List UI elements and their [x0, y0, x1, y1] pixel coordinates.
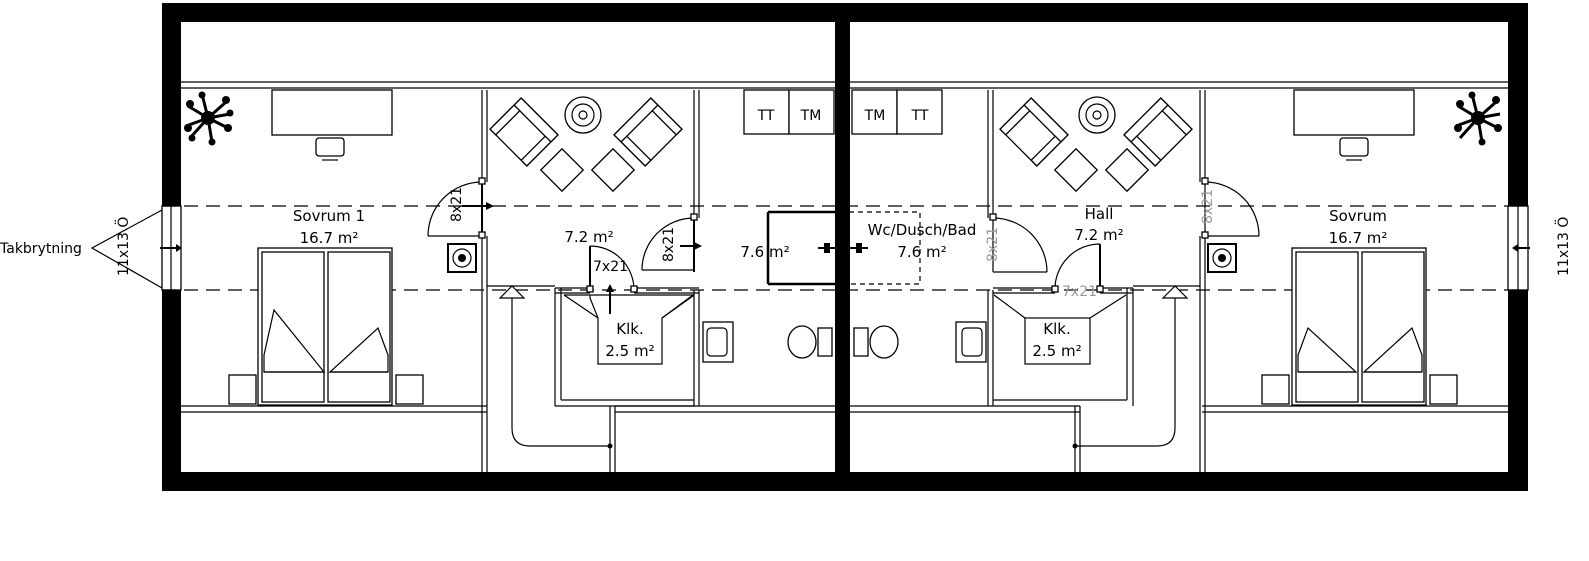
door-size-klk-right: 7x21 — [1062, 284, 1097, 300]
room-name-hall-right: Hall — [1085, 205, 1114, 223]
appliance-tt-left: TT — [757, 108, 775, 124]
room-name-sovrum-right: Sovrum — [1329, 207, 1387, 225]
room-name-sovrum1: Sovrum 1 — [293, 207, 365, 225]
right-window-size: 11x13 Ö — [1554, 217, 1572, 276]
appliance-tt-right: TT — [911, 108, 929, 124]
left-window-size: 11x13 Ö — [114, 217, 132, 276]
door-size-klk-left: 7x21 — [593, 259, 628, 275]
door-klk-left — [586, 245, 638, 314]
desk-right — [1293, 89, 1415, 161]
desk-left — [271, 89, 393, 161]
door-size-wc-right: 8x21 — [985, 227, 1001, 262]
appliance-tm-right: TM — [864, 108, 886, 124]
double-bed-right — [1261, 247, 1458, 406]
chimney-left — [447, 243, 477, 273]
stair-left — [498, 285, 613, 449]
appliance-tm-left: TM — [800, 108, 822, 124]
room-area-klk-left: 2.5 m² — [605, 342, 654, 360]
room-area-hall-right: 7.2 m² — [1074, 226, 1123, 244]
closet-left-box — [563, 294, 694, 365]
sinks — [702, 321, 987, 363]
right-window-marker — [1512, 244, 1530, 252]
plant-right — [1454, 91, 1502, 146]
toilets — [787, 325, 899, 359]
room-area-sovrum-right: 16.7 m² — [1329, 229, 1388, 247]
chimney-right — [1207, 243, 1237, 273]
interior-walls — [481, 90, 1206, 472]
bathtub — [766, 210, 921, 286]
room-area-wc-right: 7.6 m² — [897, 243, 946, 261]
door-sovrum-left — [427, 177, 494, 239]
door-klk-right — [1051, 243, 1104, 293]
room-name-klk-left: Klk. — [616, 320, 643, 338]
door-wc-left — [641, 213, 702, 272]
room-area-sovrum1: 16.7 m² — [300, 229, 359, 247]
closet-right-box — [993, 294, 1127, 365]
room-area-hall-left: 7.2 m² — [564, 228, 613, 246]
takbrytning-label: Takbrytning — [0, 241, 82, 257]
appliances-right: TM TT — [851, 89, 943, 135]
door-size-sovrum-right: 8x21 — [1200, 189, 1216, 224]
door-size-wc-left: 8x21 — [661, 227, 677, 262]
room-name-wc-right: Wc/Dusch/Bad — [868, 221, 977, 239]
armchairs-left — [489, 96, 683, 193]
room-area-wc-left: 7.6 m² — [740, 243, 789, 261]
knee-walls — [181, 81, 1508, 413]
stair-right — [1072, 285, 1189, 449]
door-size-sovrum-left: 8x21 — [449, 187, 465, 222]
double-bed-left — [228, 247, 424, 406]
takbrytning-marker — [90, 209, 182, 289]
room-name-klk-right: Klk. — [1043, 320, 1070, 338]
plant-left — [184, 91, 234, 146]
door-sovrum-right — [1201, 177, 1260, 239]
door-wc-right — [989, 213, 1048, 273]
room-area-klk-right: 2.5 m² — [1032, 342, 1081, 360]
armchairs-right — [999, 96, 1193, 193]
appliances-left: TT TM — [743, 89, 835, 135]
